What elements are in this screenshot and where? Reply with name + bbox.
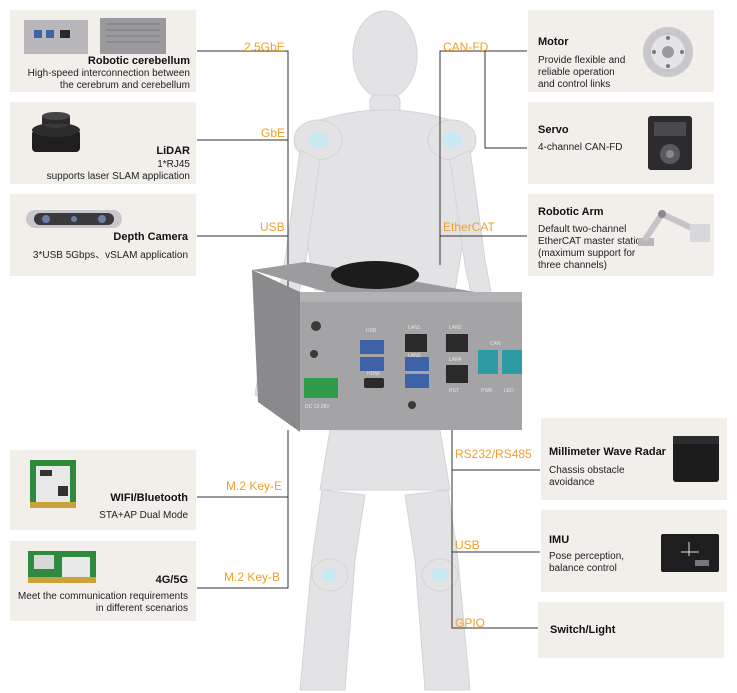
port-label-led: LED bbox=[504, 388, 514, 394]
desc-wifi-bluetooth-line1: STA+AP Dual Mode bbox=[99, 510, 188, 521]
desc-4g-5g-line1: Meet the communication requirements bbox=[17, 591, 188, 602]
interface-label-gpio: GPIO bbox=[455, 616, 486, 630]
controller-box-icon bbox=[252, 261, 522, 432]
lidar-icon bbox=[32, 112, 80, 152]
interface-label-usb-left: USB bbox=[260, 220, 285, 234]
desc-robotic-arm-line4: three channels) bbox=[538, 260, 607, 271]
desc-radar-line1: Chassis obstacle bbox=[549, 465, 625, 476]
card-servo: Servo 4-channel CAN-FD bbox=[528, 102, 714, 184]
title-depth-camera: Depth Camera bbox=[113, 231, 188, 243]
desc-imu-line1: Pose perception, bbox=[549, 551, 625, 562]
servo-icon bbox=[648, 116, 692, 170]
card-switch-light: Switch/Light bbox=[538, 602, 724, 658]
title-robotic-cerebellum: Robotic cerebellum bbox=[87, 55, 190, 67]
card-robotic-cerebellum: Robotic cerebellum High-speed interconne… bbox=[10, 10, 196, 92]
depth-camera-icon bbox=[26, 210, 122, 228]
desc-robotic-arm-line3: (maximum support for bbox=[538, 248, 636, 259]
port-label-lan3: LAN3 bbox=[408, 353, 421, 359]
desc-motor-line1: Provide flexible and bbox=[538, 55, 626, 66]
title-imu: IMU bbox=[549, 534, 570, 546]
port-label-hdmi: HDMI bbox=[367, 371, 380, 377]
port-label-dc: DC 12-28V bbox=[305, 404, 330, 410]
interface-label-m2-key-b: M.2 Key-B bbox=[224, 570, 281, 584]
interface-label-2-5gbe: 2.5GbE bbox=[244, 40, 285, 54]
port-label-lan4: LAN4 bbox=[449, 357, 462, 363]
cellular-module-icon bbox=[28, 551, 96, 583]
title-robotic-arm: Robotic Arm bbox=[538, 206, 604, 218]
interface-label-rs232-rs485: RS232/RS485 bbox=[455, 447, 532, 461]
desc-imu-line2: balance control bbox=[549, 563, 617, 574]
title-motor: Motor bbox=[538, 36, 569, 48]
desc-depth-camera-line1: 3*USB 5Gbps、vSLAM application bbox=[32, 250, 188, 261]
desc-motor-line2: reliable operation bbox=[538, 67, 615, 78]
desc-servo-line1: 4-channel CAN-FD bbox=[538, 142, 623, 153]
interface-label-can-fd: CAN-FD bbox=[443, 40, 489, 54]
title-lidar: LiDAR bbox=[156, 145, 190, 157]
title-wifi-bluetooth: WIFI/Bluetooth bbox=[110, 492, 188, 504]
port-label-usb: USB bbox=[366, 328, 377, 334]
card-robotic-arm: Robotic Arm Default two-channel EtherCAT… bbox=[528, 194, 714, 276]
desc-robotic-arm-line1: Default two-channel bbox=[538, 224, 627, 235]
title-4g-5g: 4G/5G bbox=[155, 574, 188, 586]
desc-radar-line2: avoidance bbox=[549, 477, 595, 488]
card-lidar: LiDAR 1*RJ45 supports laser SLAM applica… bbox=[10, 102, 196, 184]
desc-robotic-cerebellum-line2: the cerebrum and cerebellum bbox=[59, 80, 190, 91]
interface-label-m2-key-e: M.2 Key-E bbox=[226, 479, 283, 493]
interface-label-ethercat: EtherCAT bbox=[443, 220, 495, 234]
interface-label-gbe: GbE bbox=[261, 126, 286, 140]
title-millimeter-wave-radar: Millimeter Wave Radar bbox=[549, 446, 666, 458]
imu-icon bbox=[661, 534, 719, 572]
desc-lidar-line2: supports laser SLAM application bbox=[46, 171, 190, 182]
desc-lidar-line1: 1*RJ45 bbox=[157, 159, 190, 170]
port-label-lan1: LAN1 bbox=[408, 325, 421, 331]
port-label-can: CAN bbox=[490, 341, 501, 347]
port-label-lan2: LAN2 bbox=[449, 325, 462, 331]
card-millimeter-wave-radar: Millimeter Wave Radar Chassis obstacle a… bbox=[541, 418, 727, 500]
card-depth-camera: Depth Camera 3*USB 5Gbps、vSLAM applicati… bbox=[10, 194, 196, 276]
desc-4g-5g-line2: in different scenarios bbox=[95, 603, 188, 614]
robotic-arm-icon bbox=[638, 210, 710, 246]
title-switch-light: Switch/Light bbox=[550, 624, 616, 636]
title-servo: Servo bbox=[538, 124, 569, 136]
desc-motor-line3: and control links bbox=[538, 79, 611, 90]
radar-icon bbox=[673, 436, 719, 482]
connector-lines bbox=[197, 50, 540, 629]
mini-pc-icon bbox=[24, 18, 166, 54]
card-motor: Motor Provide flexible and reliable oper… bbox=[528, 10, 714, 92]
desc-robotic-cerebellum-line1: High-speed interconnection between bbox=[27, 68, 190, 79]
wifi-module-icon bbox=[30, 460, 76, 508]
interface-label-usb-right: USB bbox=[455, 538, 480, 552]
card-wifi-bluetooth: WIFI/Bluetooth STA+AP Dual Mode bbox=[10, 450, 196, 530]
port-label-rst: RST bbox=[449, 388, 459, 394]
port-label-pwr: PWR bbox=[481, 388, 493, 394]
card-4g-5g: 4G/5G Meet the communication requirement… bbox=[10, 541, 196, 621]
desc-robotic-arm-line2: EtherCAT master station bbox=[538, 236, 647, 247]
motor-icon bbox=[643, 27, 693, 77]
card-imu: IMU Pose perception, balance control bbox=[541, 510, 727, 592]
robot-joint-accents bbox=[308, 132, 462, 582]
